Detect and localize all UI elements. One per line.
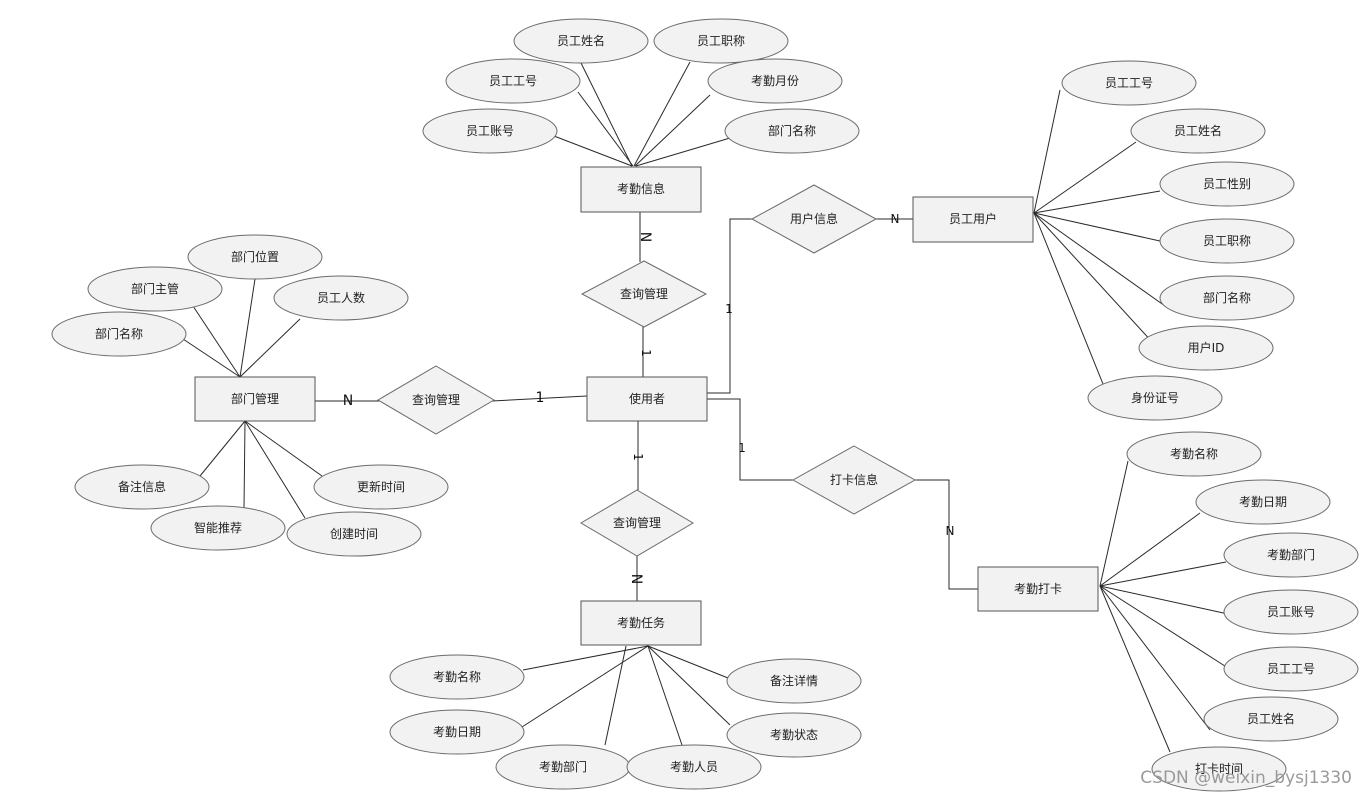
cardinality-label: 1 — [725, 302, 733, 316]
cardinality-label: 1 — [631, 453, 645, 461]
attribute-label: 身份证号 — [1131, 390, 1179, 405]
cardinality-label: 1 — [536, 390, 545, 406]
attribute-label: 员工工号 — [1267, 662, 1315, 676]
entity-label: 考勤打卡 — [1014, 582, 1062, 596]
cardinality-label: 1 — [639, 349, 653, 357]
entity-label: 员工用户 — [949, 211, 997, 226]
entity-label: 使用者 — [629, 391, 665, 406]
relationship-query-left — [377, 365, 495, 435]
attribute-label: 备注信息 — [118, 479, 166, 494]
attendance-clock-attributes: 考勤名称 考勤日期 考勤部门 员工账号 员工工号 员工姓名 打卡时间 — [1126, 431, 1359, 792]
attribute-label: 考勤名称 — [1170, 446, 1218, 461]
entity-label: 考勤信息 — [617, 181, 665, 196]
entity-dept-mgmt — [194, 376, 316, 422]
attribute-label: 员工性别 — [1203, 177, 1251, 191]
attribute-label: 员工姓名 — [1247, 711, 1295, 726]
attendance-info-attributes: 员工姓名 员工职称 员工工号 考勤月份 员工账号 部门名称 — [422, 18, 860, 154]
entities: 考勤信息 员工用户 部门管理 使用者 考勤任务 考勤打卡 — [194, 166, 1099, 646]
attribute-label: 部门名称 — [768, 123, 816, 138]
attribute-label: 部门主管 — [131, 281, 179, 296]
entity-label: 考勤任务 — [617, 615, 665, 630]
attribute-label: 考勤人员 — [670, 760, 718, 774]
employee-user-attributes: 员工工号 员工姓名 员工性别 员工职称 部门名称 用户ID 身份证号 — [1061, 60, 1295, 421]
relationship-user-info — [750, 184, 878, 254]
entity-label: 部门管理 — [231, 391, 279, 406]
attribute-label: 考勤月份 — [751, 74, 799, 88]
attribute-label: 员工职称 — [1203, 234, 1251, 248]
attribute-label: 备注详情 — [770, 673, 818, 688]
connector-lines — [182, 61, 1229, 753]
attribute-label: 员工工号 — [489, 74, 537, 88]
cardinality-label: 1 — [738, 441, 746, 455]
attribute-label: 考勤部门 — [539, 759, 587, 774]
attribute-label: 更新时间 — [357, 479, 405, 494]
entity-user — [586, 376, 708, 422]
entity-attendance-info — [580, 166, 702, 213]
attribute-label: 考勤日期 — [1239, 495, 1287, 509]
attribute-label: 用户ID — [1188, 340, 1225, 355]
attribute-label: 员工姓名 — [557, 33, 605, 48]
relationship-query-top — [580, 260, 708, 328]
cardinality-label: N — [946, 524, 955, 538]
cardinality-label: N — [891, 212, 900, 226]
entity-employee-user — [912, 196, 1034, 243]
attribute-label: 部门名称 — [1203, 290, 1251, 305]
relationship-clock-info — [791, 445, 917, 515]
attribute-label: 考勤名称 — [433, 669, 481, 684]
relationship-label: 用户信息 — [790, 211, 838, 226]
attribute-label: 员工账号 — [466, 124, 514, 138]
cardinality-label: N — [628, 574, 644, 584]
relationship-query-bottom — [580, 489, 694, 557]
attribute-label: 考勤日期 — [433, 725, 481, 739]
relationships: 查询管理 用户信息 查询管理 查询管理 打卡信息 — [377, 184, 917, 557]
relationship-label: 查询管理 — [620, 286, 668, 301]
attribute-label: 智能推荐 — [194, 520, 242, 535]
attribute-label: 部门位置 — [231, 249, 279, 264]
attribute-label: 员工工号 — [1105, 76, 1153, 90]
attendance-task-attributes: 考勤名称 备注详情 考勤日期 考勤状态 考勤部门 考勤人员 — [389, 654, 862, 790]
attribute-label: 创建时间 — [330, 527, 378, 541]
attribute-label: 考勤状态 — [770, 728, 818, 742]
attribute-label: 考勤部门 — [1267, 547, 1315, 562]
attribute-label: 员工人数 — [317, 290, 365, 305]
dept-mgmt-attributes: 部门位置 部门主管 员工人数 部门名称 备注信息 更新时间 智能推荐 创建时间 — [51, 234, 449, 557]
relationship-label: 打卡信息 — [830, 472, 878, 487]
cardinalities: N 1 N 1 1 N N 1 1 N — [343, 212, 955, 584]
watermark: CSDN @weixin_bysj1330 — [1140, 768, 1352, 788]
attribute-label: 员工职称 — [697, 34, 745, 48]
relationship-label: 查询管理 — [412, 392, 460, 407]
cardinality-label: N — [637, 232, 653, 242]
entity-attendance-clock — [977, 566, 1099, 612]
attribute-label: 员工姓名 — [1174, 123, 1222, 138]
attribute-label: 员工账号 — [1267, 605, 1315, 619]
entity-attendance-task — [580, 600, 702, 646]
cardinality-label: N — [343, 393, 353, 409]
relationship-label: 查询管理 — [613, 515, 661, 530]
attribute-label: 部门名称 — [95, 326, 143, 341]
attribute-label: 打卡时间 — [1195, 762, 1243, 776]
